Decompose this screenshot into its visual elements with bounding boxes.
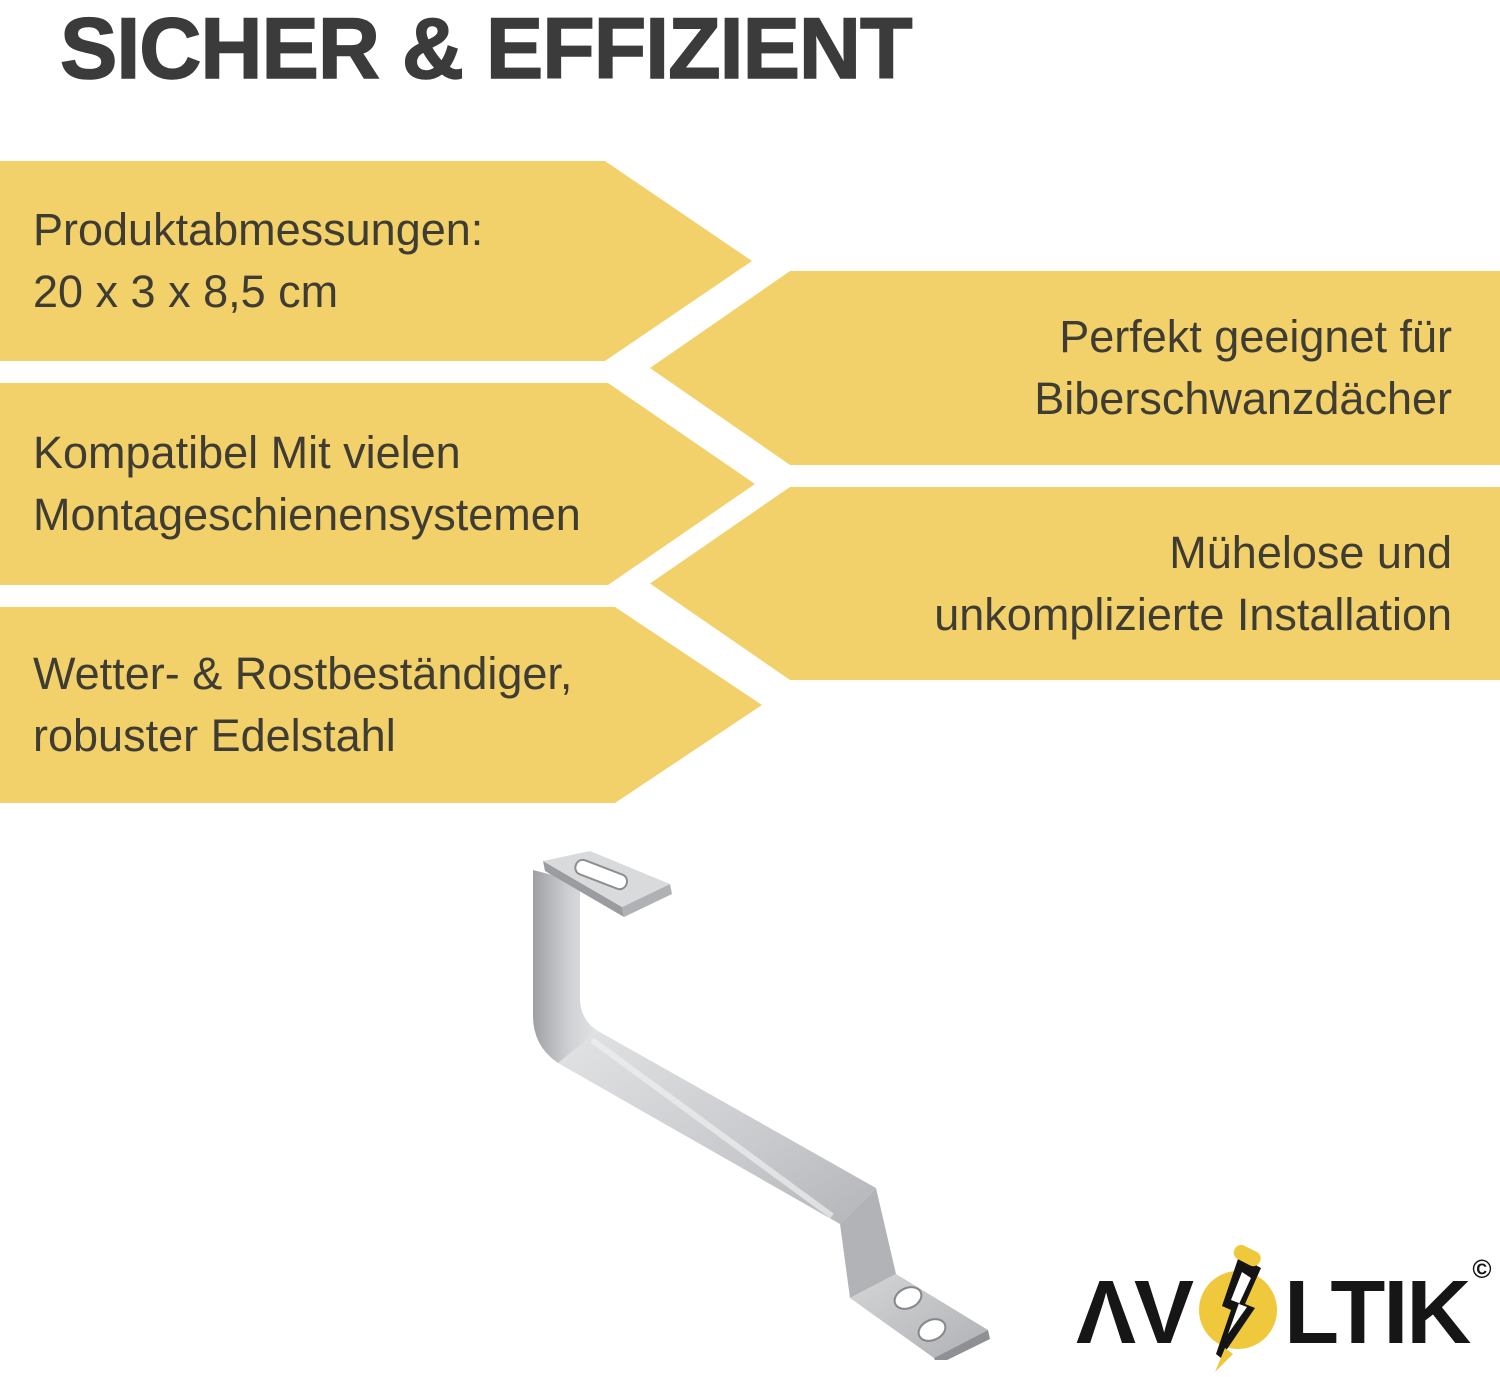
feature-line: Mühelose und [1169,526,1452,578]
bracket-wall [533,870,598,1063]
bracket-foot-edge [934,1330,990,1360]
feature-banner-compatibility: Kompatibel Mit vielen Montageschienensys… [0,383,755,585]
feature-text: Mühelose und unkomplizierte Installation [934,522,1452,646]
feature-banner-roof-type: Perfekt geeignet für Biberschwanzdächer [650,271,1500,465]
product-photo-stainless-steel-roof-hook [480,820,1220,1360]
feature-line: 20 x 3 x 8,5 cm [33,266,339,317]
feature-line: Perfekt geeignet für [1059,311,1452,362]
feature-text: Wetter- & Rostbeständiger, robuster Edel… [33,643,572,767]
lightning-bolt-icon [1199,1244,1278,1372]
feature-line: Kompatibel Mit vielen [33,427,461,478]
top-plate-near-edge [543,861,624,917]
bolt-tail [1215,1348,1234,1372]
page-title: SICHER & EFFIZIENT [59,0,913,98]
bolt-top-cap [1233,1244,1261,1267]
top-plate-right-edge [622,884,672,917]
feature-line: Montageschienensystemen [33,489,581,540]
feature-banner-installation: Mühelose und unkomplizierte Installation [650,487,1500,680]
bracket-arm [558,1031,876,1224]
bracket-arm-highlight [590,1037,834,1219]
feature-banner-material: Wetter- & Rostbeständiger, robuster Edel… [0,607,762,803]
feature-banner-dimensions: Produktabmessungen: 20 x 3 x 8,5 cm [0,161,752,361]
brand-logo: ΛV LTIK © [1076,1244,1492,1377]
feature-text: Perfekt geeignet für Biberschwanzdächer [1034,306,1452,430]
roof-hook-illustration [533,851,990,1360]
feature-line: Wetter- & Rostbeständiger, [33,648,573,699]
bracket-foot [850,1274,988,1358]
feature-line: robuster Edelstahl [33,710,396,761]
logo-text-ltik: LTIK [1284,1263,1471,1363]
feature-text: Produktabmessungen: 20 x 3 x 8,5 cm [33,199,483,323]
logo-text-av: ΛV [1076,1263,1194,1363]
mounting-hole [893,1286,923,1310]
feature-line: unkomplizierte Installation [934,588,1452,640]
feature-line: Produktabmessungen: [33,204,484,255]
feature-line: Biberschwanzdächer [1034,373,1452,424]
copyright-symbol: © [1472,1254,1492,1284]
bracket-elbow [840,1188,896,1298]
slot-hole [574,858,629,891]
mounting-hole [917,1318,947,1342]
bolt-white-inner [1228,1272,1252,1334]
feature-text: Kompatibel Mit vielen Montageschienensys… [33,422,581,546]
